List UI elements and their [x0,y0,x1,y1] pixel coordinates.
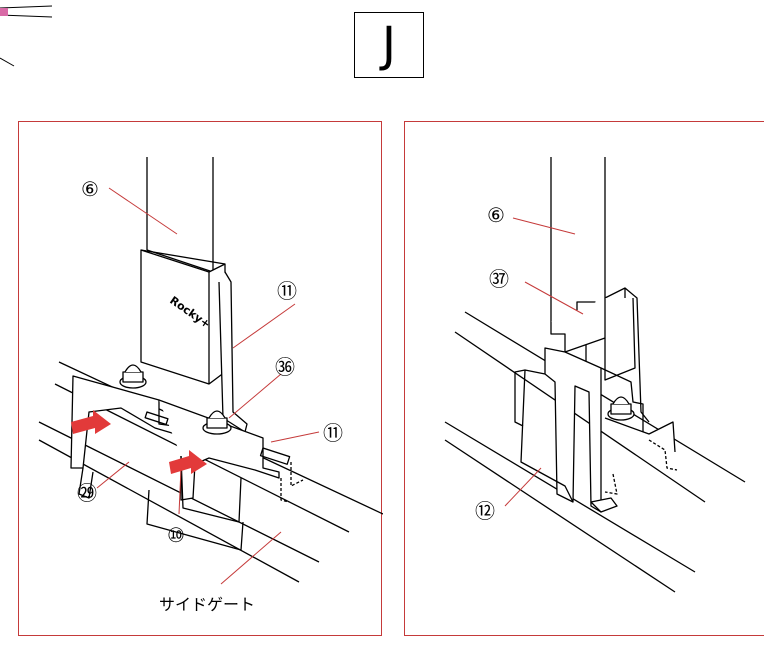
left-assembly-drawing: Rocky+ ⑥ ⑪ ㊱ ⑪ ㉙ ⑩ サイドゲート [38,157,383,614]
leader-line [96,461,130,489]
step-letter: J [381,17,397,73]
callout-post-6: ⑥ [81,177,99,201]
nut-right [607,396,635,421]
right-assembly-drawing: ⑥ ㊲ ⑫ [444,157,746,593]
rail-line [464,311,746,483]
leader-line [512,217,576,235]
rail-line [444,439,676,593]
callout-bracket-11-right: ⑪ [323,421,343,445]
leader-line [228,373,282,419]
cover-12 [544,347,602,513]
arrow-insert-left [71,410,111,434]
leader-line [178,467,182,515]
callout-cover-12: ⑫ [475,499,495,523]
panel-left-assembly: Rocky+ ⑥ ⑪ ㊱ ⑪ ㉙ ⑩ サイドゲート [18,121,383,636]
corner-fragment-icon [0,5,53,67]
leader-line [220,531,282,585]
arrow-insert-right [169,450,207,474]
nut-rear [119,364,147,389]
clip-10 [180,455,242,523]
callout-bolt-37: ㊲ [489,267,509,291]
post-sleeve [140,249,226,385]
rail-line [454,331,706,503]
callout-clip-10: ⑩ [167,523,185,547]
leader-line [524,281,584,315]
nut-36 [202,410,232,435]
insert-arrows [71,410,207,474]
leader-line [270,431,320,443]
step-indicator: J [354,12,424,78]
callout-post-6-right: ⑥ [487,203,505,227]
panel-right-assembly: ⑥ ㊲ ⑫ [404,121,764,636]
callout-bracket-11-top: ⑪ [277,279,297,303]
side-gate-label: サイドゲート [159,595,255,614]
bracket-11 [218,271,248,433]
callout-nut-36: ㊱ [275,355,295,379]
leader-line [108,187,178,235]
leader-line [504,467,542,507]
callout-plate-29: ㉙ [77,481,97,505]
leader-line [232,303,296,349]
